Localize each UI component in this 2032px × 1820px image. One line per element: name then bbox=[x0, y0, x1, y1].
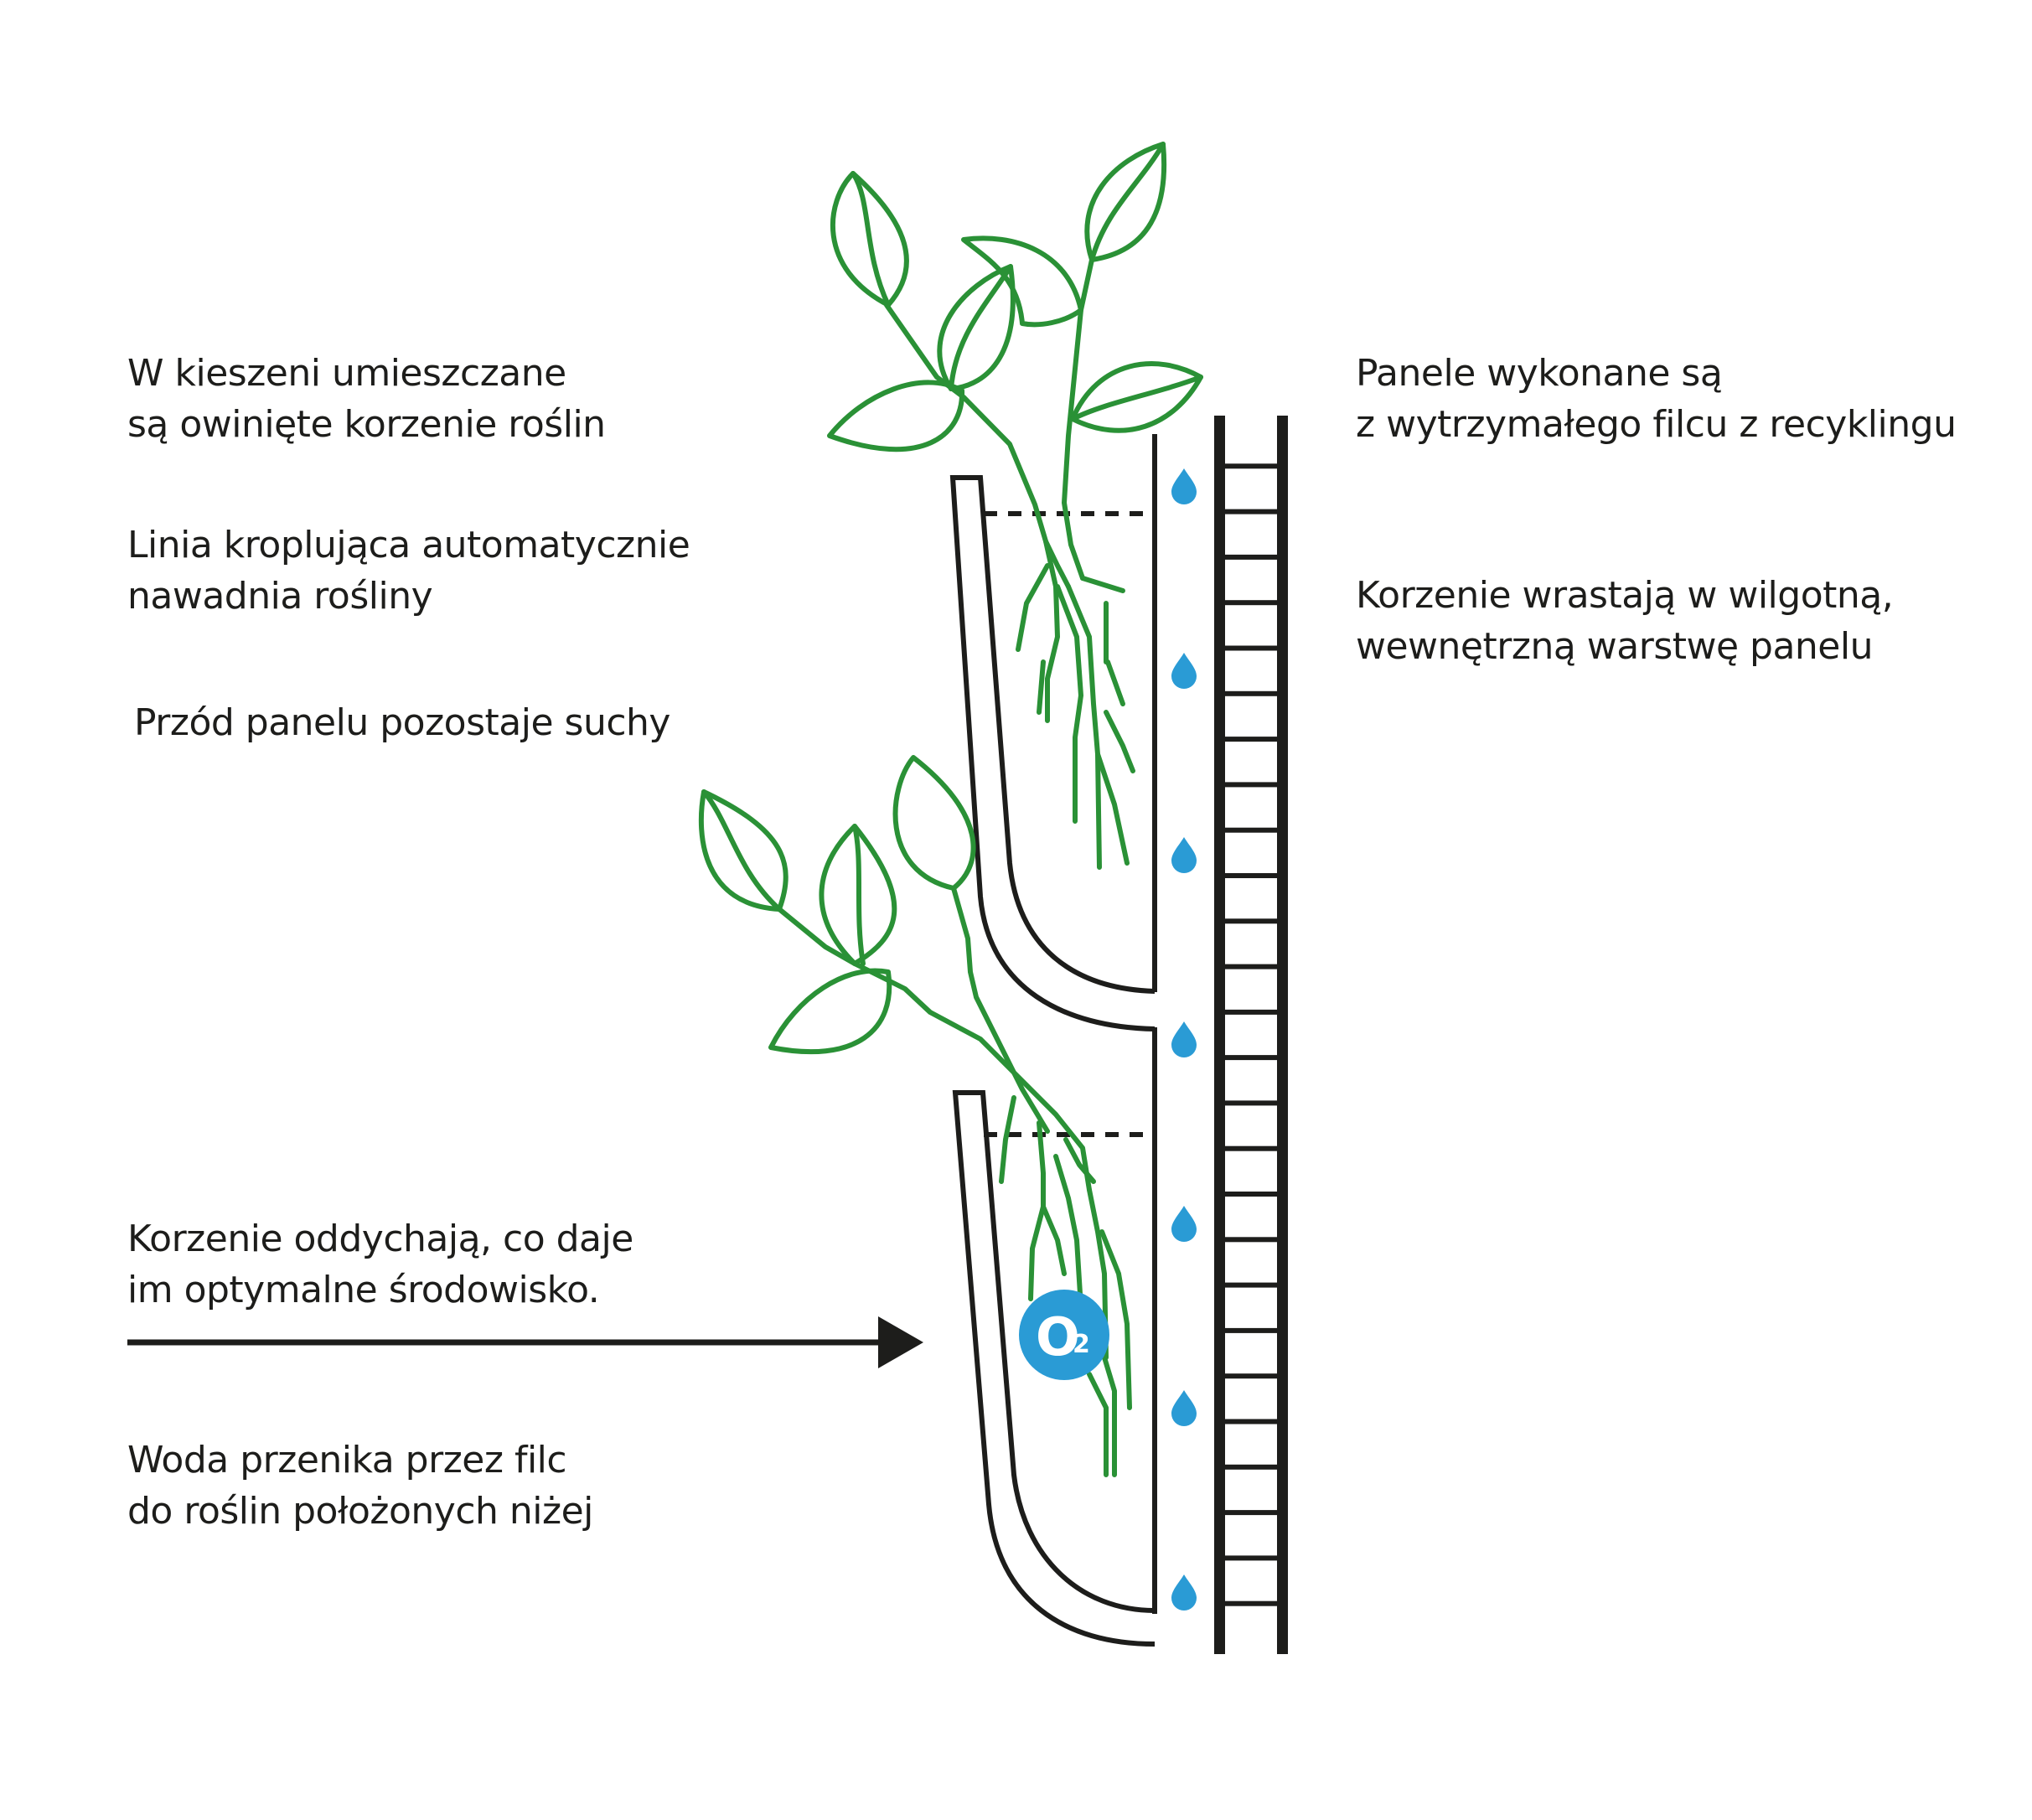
ladder-rung bbox=[1225, 1100, 1277, 1106]
water-drop-icon bbox=[1171, 1574, 1197, 1611]
label-roots-breathe: Korzenie oddychają, co daje im optymalne… bbox=[127, 1213, 633, 1316]
water-drops bbox=[1171, 468, 1197, 1611]
ladder-rung bbox=[1225, 1145, 1277, 1151]
ladder-rung bbox=[1225, 737, 1277, 742]
label-line: są owinięte korzenie roślin bbox=[127, 403, 606, 446]
label-front-dry: Przód panelu pozostaje suchy bbox=[134, 697, 670, 748]
ladder-rung bbox=[1225, 554, 1277, 560]
label-line: Linia kroplująca automatycznie bbox=[127, 524, 690, 566]
water-drop-icon bbox=[1171, 1021, 1197, 1057]
ladder-rail-right bbox=[1277, 416, 1288, 1654]
label-line: do roślin położonych niżej bbox=[127, 1490, 593, 1533]
ladder-rung bbox=[1225, 964, 1277, 969]
ladder-rail-left bbox=[1214, 416, 1225, 1654]
oxygen-badge-icon: O 2 bbox=[1019, 1290, 1109, 1380]
label-roots-grow: Korzenie wrastają w wilgotną, wewnętrzną… bbox=[1356, 570, 1894, 672]
ladder-rung bbox=[1225, 1510, 1277, 1516]
water-drop-icon bbox=[1171, 1390, 1197, 1426]
ladder-rung bbox=[1225, 690, 1277, 696]
ladder-rung bbox=[1225, 1464, 1277, 1470]
oxygen-subscript: 2 bbox=[1073, 1330, 1090, 1359]
label-line: W kieszeni umieszczane bbox=[127, 352, 566, 395]
ladder-rung bbox=[1225, 1055, 1277, 1061]
label-pocket-roots: W kieszeni umieszczane są owinięte korze… bbox=[127, 348, 606, 450]
ladder-rung bbox=[1225, 600, 1277, 606]
plant-icon bbox=[698, 755, 1132, 1477]
label-line: Przód panelu pozostaje suchy bbox=[134, 701, 670, 744]
label-line: z wytrzymałego filcu z recyklingu bbox=[1356, 403, 1957, 446]
ladder-rung bbox=[1225, 1192, 1277, 1197]
label-line: nawadnia rośliny bbox=[127, 575, 433, 618]
label-water-seeps: Woda przenika przez filc do roślin położ… bbox=[127, 1435, 593, 1537]
label-line: Woda przenika przez filc bbox=[127, 1439, 567, 1481]
ladder-rung bbox=[1225, 509, 1277, 514]
ladder-rung bbox=[1225, 1237, 1277, 1243]
ladder-rung bbox=[1225, 1555, 1277, 1561]
plant-icon bbox=[827, 142, 1203, 870]
label-panel-material: Panele wykonane są z wytrzymałego filcu … bbox=[1356, 348, 1957, 450]
label-line: Korzenie oddychają, co daje bbox=[127, 1218, 633, 1260]
label-drip-line: Linia kroplująca automatycznie nawadnia … bbox=[127, 520, 690, 622]
label-line: wewnętrzną warstwę panelu bbox=[1356, 625, 1874, 668]
ladder-rung bbox=[1225, 463, 1277, 469]
label-line: Panele wykonane są bbox=[1356, 352, 1723, 395]
ladder-rung bbox=[1225, 1419, 1277, 1424]
ladder-rung bbox=[1225, 1373, 1277, 1379]
ladder-rung bbox=[1225, 1009, 1277, 1015]
ladder-rung bbox=[1225, 1600, 1277, 1606]
label-line: Korzenie wrastają w wilgotną, bbox=[1356, 574, 1894, 617]
water-drop-icon bbox=[1171, 837, 1197, 873]
ladder-rung bbox=[1225, 1282, 1277, 1288]
water-drop-icon bbox=[1171, 468, 1197, 504]
ladder-rung bbox=[1225, 782, 1277, 788]
panel-back-ladder bbox=[1214, 416, 1288, 1654]
water-drop-icon bbox=[1171, 1206, 1197, 1242]
ladder-rung bbox=[1225, 645, 1277, 651]
ladder-rung bbox=[1225, 918, 1277, 924]
label-line: im optymalne środowisko. bbox=[127, 1269, 600, 1311]
oxygen-symbol: O bbox=[1036, 1306, 1080, 1368]
arrow-right-icon bbox=[127, 1316, 923, 1368]
ladder-rung bbox=[1225, 873, 1277, 878]
lower-pocket bbox=[952, 1090, 1156, 1647]
water-drop-icon bbox=[1171, 653, 1197, 689]
ladder-rung bbox=[1225, 1327, 1277, 1333]
ladder-rung bbox=[1225, 827, 1277, 833]
